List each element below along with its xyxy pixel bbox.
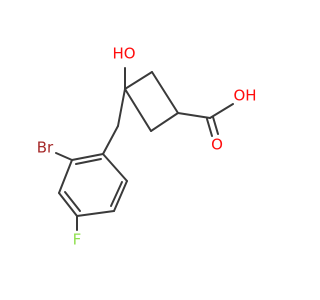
bond-layer [55, 67, 234, 231]
ring-bond-c3-c4 [150, 112, 179, 132]
molecule-structure-diagram: HO OH O Br F [37, 45, 257, 249]
carbonyl-double-bond-b [212, 116, 219, 135]
ring-bond-c1-c2 [124, 71, 153, 90]
methylene-aryl-bond [102, 125, 119, 155]
aryl-bond-a5-a6 [113, 180, 128, 212]
bromine-label: Br [37, 139, 54, 157]
aryl-inner-bond-a5-a6 [110, 181, 123, 207]
aryl-bond-a4-a5 [76, 210, 115, 217]
acid-hydroxyl-label: OH [233, 87, 256, 105]
carbonyl-double-bond-a [206, 118, 213, 137]
aryl-bromine-bond [55, 152, 73, 161]
aryl-bond-a1-a2 [71, 153, 104, 161]
aryl-bond-a2-a3 [58, 159, 73, 194]
carbonyl-oxygen-label: O [211, 136, 223, 154]
ring-bond-c4-c1 [124, 88, 152, 132]
aryl-bond-a6-a1 [102, 153, 128, 182]
ring-bond-c2-c3 [151, 71, 179, 114]
fluorine-label: F [73, 231, 82, 249]
c3-carboxyl-bond [177, 112, 211, 119]
carboxyl-oh-bond [209, 103, 234, 119]
c1-methylene-bond [117, 88, 126, 127]
aryl-inner-bond-a3-a4 [64, 191, 81, 212]
aryl-bond-a3-a4 [58, 192, 78, 217]
hydroxyl-label: HO [112, 45, 135, 63]
atom-label-layer: HO OH O Br F [37, 45, 257, 249]
aryl-inner-bond-a1-a2 [75, 158, 102, 165]
